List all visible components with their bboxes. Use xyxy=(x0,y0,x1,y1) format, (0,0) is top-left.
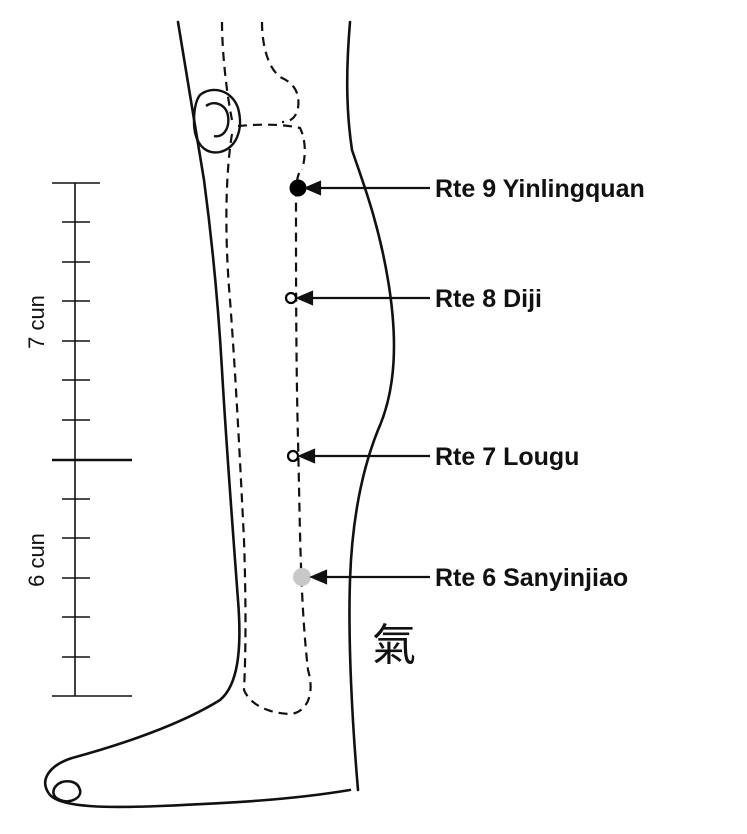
point-label-rte7: Rte 7 Lougu xyxy=(435,443,579,471)
leg-front-contour xyxy=(43,20,352,809)
point-label-rte9: Rte 9 Yinlingquan xyxy=(435,175,645,203)
toe-tip xyxy=(52,779,82,803)
acupoint-marker-rte8 xyxy=(284,291,298,305)
acupoint-marker-rte7 xyxy=(286,449,300,463)
femur-dashed xyxy=(220,21,300,124)
point-label-rte8: Rte 8 Diji xyxy=(435,285,542,313)
arrowhead-rte7 xyxy=(297,448,316,464)
leader-lines xyxy=(295,180,430,585)
qi-seal: 氣 xyxy=(372,620,416,671)
arrowhead-rte9 xyxy=(303,180,322,196)
scale-label-upper: 7 cun xyxy=(24,295,49,349)
leg-back-contour xyxy=(345,20,396,792)
acupoint-marker-rte6 xyxy=(293,568,311,586)
scale-label-lower: 6 cun xyxy=(24,533,49,587)
cun-scale xyxy=(52,182,132,697)
tibia-dashed xyxy=(225,123,312,716)
kneecap xyxy=(192,88,242,154)
arrowhead-rte6 xyxy=(309,569,328,585)
point-label-rte6: Rte 6 Sanyinjiao xyxy=(435,564,628,592)
leg-outline xyxy=(43,20,396,809)
arrowhead-rte8 xyxy=(295,290,314,306)
